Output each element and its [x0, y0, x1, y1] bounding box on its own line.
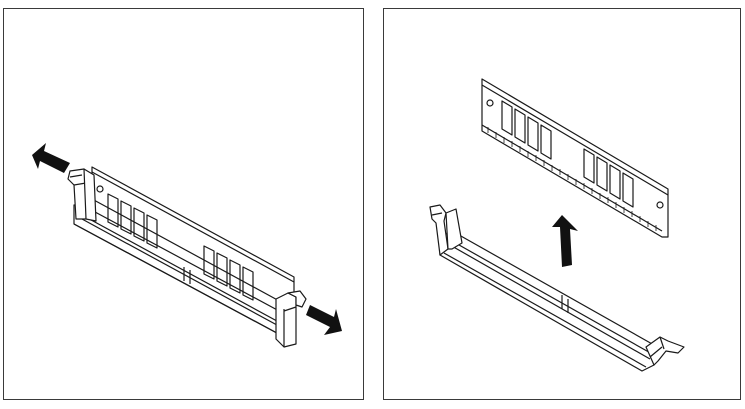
arrow-down-right-icon [306, 305, 342, 335]
open-latches-illustration [32, 143, 342, 348]
right-latch [645, 336, 685, 366]
module-contacts [487, 127, 657, 231]
memory-module [481, 78, 669, 238]
arrow-up-left-icon [32, 143, 70, 173]
remove-module-illustration [429, 78, 685, 372]
dimm-slot [439, 230, 655, 372]
right-latch [275, 290, 307, 348]
memory-chips [501, 100, 634, 208]
panel-remove-module [383, 8, 741, 400]
memory-chips [107, 193, 254, 301]
left-latch [429, 204, 463, 256]
panel-open-latches [3, 8, 364, 400]
left-latch [67, 168, 97, 222]
arrow-up-icon [552, 215, 578, 267]
